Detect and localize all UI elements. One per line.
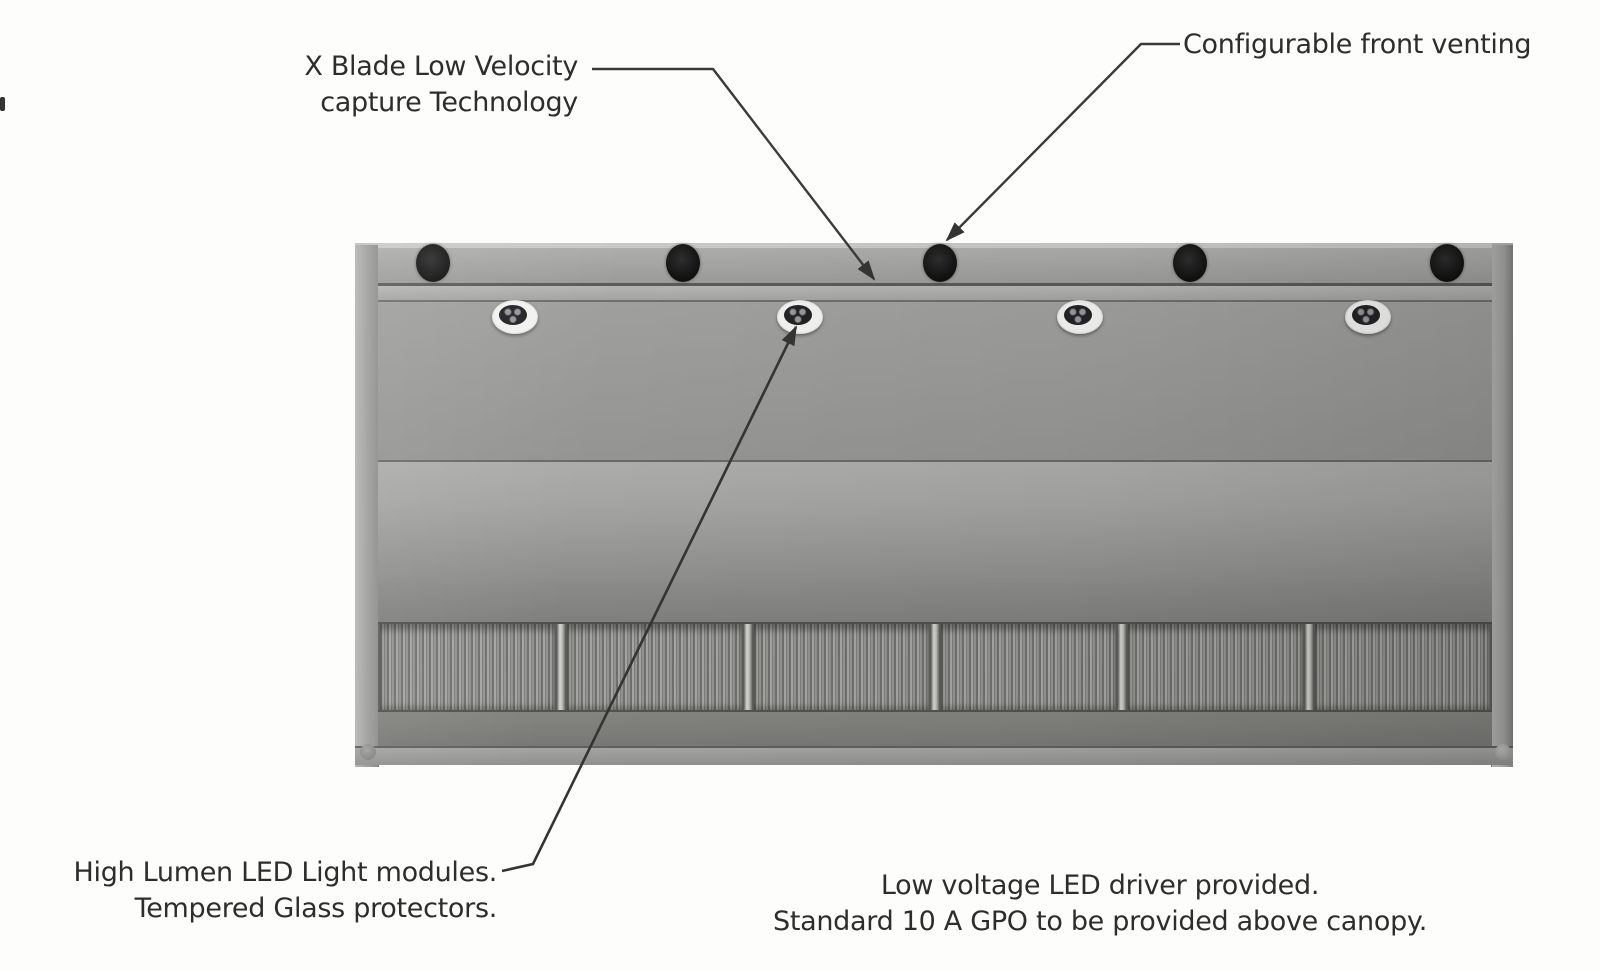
- canopy-upper-trim: [378, 286, 1492, 300]
- label-led-driver: Low voltage LED driver provided. Standar…: [700, 868, 1500, 940]
- led-core: [784, 305, 812, 325]
- filter-separator: [931, 624, 939, 710]
- led-core: [499, 305, 527, 325]
- canopy-groove: [378, 300, 1492, 302]
- led-light-module: [1345, 300, 1391, 334]
- canopy-lower-band: [378, 712, 1492, 746]
- label-front-venting: Configurable front venting: [1183, 27, 1532, 63]
- vent-hole: [416, 244, 450, 282]
- leader-line-front-venting: [945, 42, 1180, 242]
- label-front-venting-line1: Configurable front venting: [1183, 29, 1532, 60]
- left-edge-artifact: [0, 97, 5, 111]
- canopy-mid-panel: [378, 462, 1492, 583]
- canopy-groove: [378, 283, 1492, 286]
- canopy-groove: [378, 460, 1492, 462]
- baffle-filter-panel: [378, 624, 557, 710]
- filter-separator: [1118, 624, 1126, 710]
- filter-separator: [557, 624, 565, 710]
- baffle-filter-panel: [1313, 624, 1492, 710]
- baffle-filter-panel: [752, 624, 931, 710]
- leader-line-x-blade: [592, 67, 876, 281]
- baffle-filter-panel: [1126, 624, 1305, 710]
- label-led-modules-line1: High Lumen LED Light modules.: [73, 857, 498, 888]
- corner-screw: [360, 744, 376, 760]
- led-light-module: [492, 300, 538, 334]
- filter-separator: [744, 624, 752, 710]
- canopy-upper-panel: [378, 302, 1492, 460]
- canopy-bottom-ledge: [355, 746, 1513, 765]
- baffle-filter-panel: [565, 624, 744, 710]
- corner-screw: [1495, 744, 1511, 760]
- label-led-driver-line1: Low voltage LED driver provided.: [880, 870, 1320, 901]
- vent-hole: [923, 244, 957, 282]
- baffle-filter-row: [378, 622, 1492, 712]
- led-core: [1352, 305, 1380, 325]
- leader-line-led-modules: [501, 325, 798, 873]
- vent-hole: [1173, 244, 1207, 282]
- filter-housing-band: [378, 583, 1492, 622]
- led-light-module: [1057, 300, 1103, 334]
- label-x-blade-line1: X Blade Low Velocity: [304, 51, 578, 82]
- led-light-module: [777, 300, 823, 334]
- baffle-filter-panel: [939, 624, 1118, 710]
- label-x-blade-line2: capture Technology: [320, 87, 578, 118]
- label-x-blade: X Blade Low Velocity capture Technology: [178, 49, 578, 121]
- vent-hole: [666, 244, 700, 282]
- label-led-modules-line2: Tempered Glass protectors.: [134, 893, 498, 924]
- filter-separator: [1305, 624, 1313, 710]
- label-led-driver-line2: Standard 10 A GPO to be provided above c…: [772, 906, 1428, 937]
- label-led-modules: High Lumen LED Light modules. Tempered G…: [37, 855, 498, 927]
- vent-hole: [1430, 244, 1464, 282]
- led-core: [1064, 305, 1092, 325]
